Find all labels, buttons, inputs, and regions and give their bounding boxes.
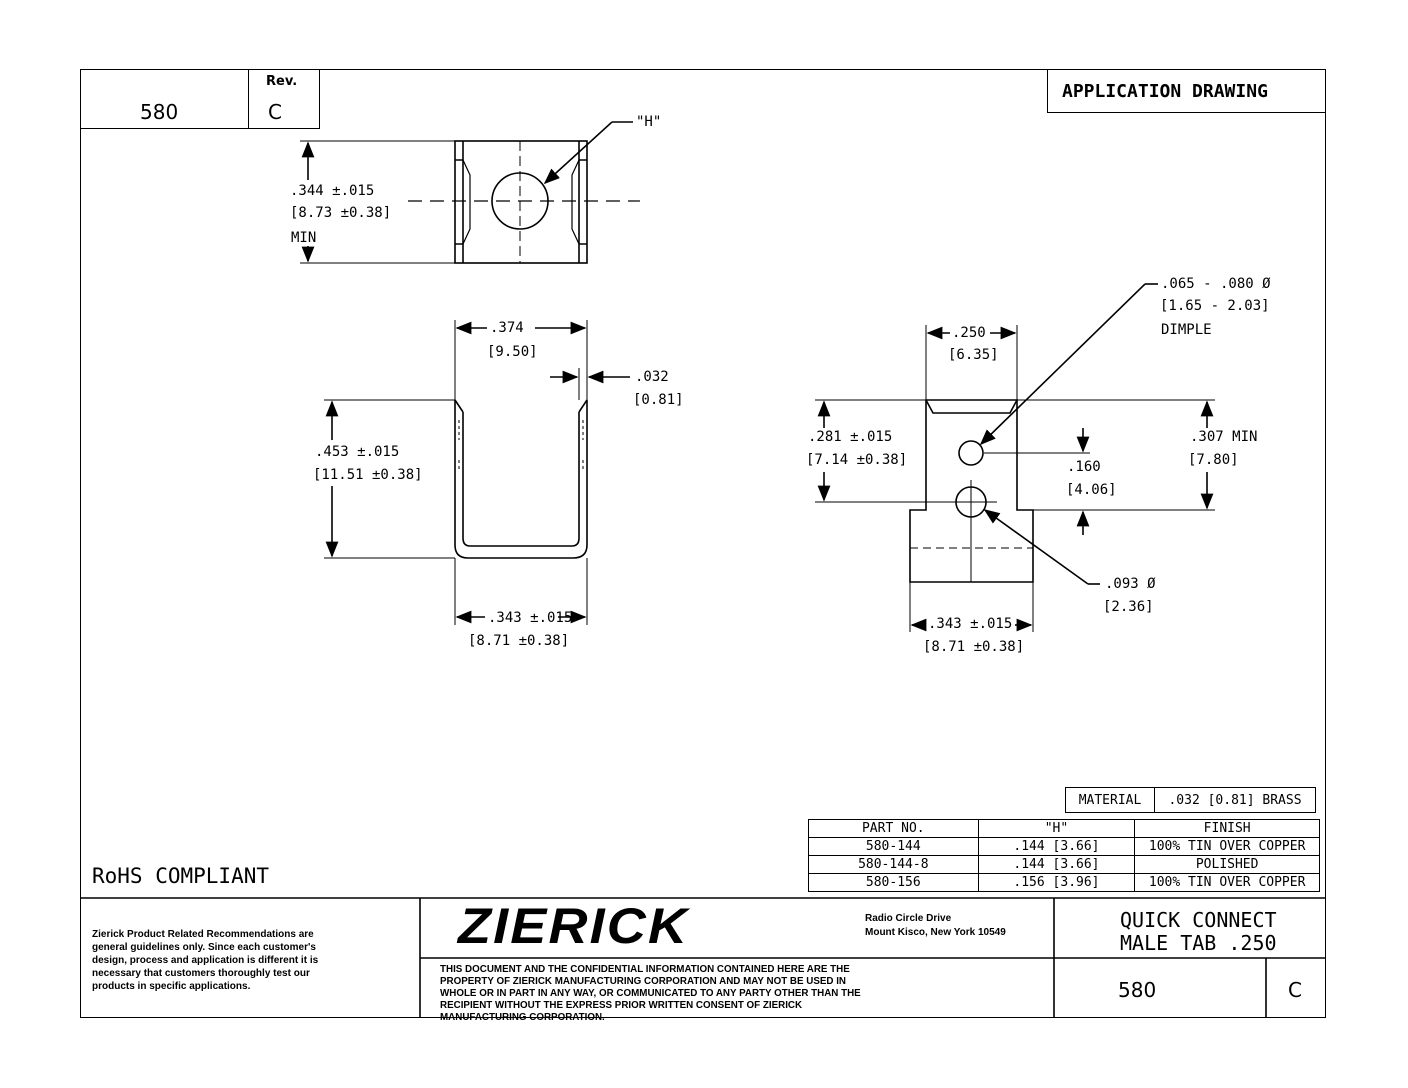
part-no-cell: 580-144 bbox=[808, 837, 979, 856]
front-thickness-dim: .032 bbox=[635, 369, 669, 385]
drawing-type: APPLICATION DRAWING bbox=[1062, 81, 1268, 102]
tab-width-dim: .250 bbox=[952, 325, 986, 341]
tab-width-dim-mm: [6.35] bbox=[948, 347, 999, 363]
top-height-dim-mm: [8.73 ±0.38] bbox=[290, 205, 392, 221]
finish-cell: POLISHED bbox=[1134, 855, 1320, 874]
confidential-notice: THIS DOCUMENT AND THE CONFIDENTIAL INFOR… bbox=[440, 964, 861, 1023]
col-header-finish: FINISH bbox=[1134, 819, 1320, 838]
h-cell: .144 [3.66] bbox=[977, 837, 1136, 856]
h-cell: .144 [3.66] bbox=[977, 855, 1136, 874]
material-table: MATERIAL .032 [0.81] BRASS bbox=[1065, 787, 1316, 813]
title-rev: C bbox=[1288, 978, 1302, 1002]
dimple-height-dim: .281 ±.015 bbox=[808, 429, 893, 445]
finish-cell: 100% TIN OVER COPPER bbox=[1134, 837, 1320, 856]
parts-table: PART NO. "H" FINISH 580-144 .144 [3.66] … bbox=[808, 819, 1320, 892]
front-height-dim-mm: [11.51 ±0.38] bbox=[313, 467, 423, 483]
base-width-dim: .343 ±.015 bbox=[928, 616, 1013, 632]
disclaimer-text: Zierick Product Related Recommendations … bbox=[92, 929, 319, 992]
front-width-dim-mm: [9.50] bbox=[487, 344, 538, 360]
rohs-compliant: RoHS COMPLIANT bbox=[92, 864, 270, 888]
base-width-dim-mm: [8.71 ±0.38] bbox=[923, 639, 1025, 655]
drawing-type-box bbox=[1047, 69, 1326, 113]
dimple-height-dim-mm: [7.14 ±0.38] bbox=[806, 452, 908, 468]
table-row: 580-144-8 .144 [3.66] POLISHED bbox=[808, 855, 1320, 874]
front-view-outline bbox=[454, 400, 588, 559]
hole-spacing-dim-mm: [4.06] bbox=[1066, 482, 1117, 498]
tab-height-dim: .307 MIN bbox=[1190, 429, 1258, 445]
zierick-logo: ZIERICK bbox=[458, 898, 690, 954]
top-view-outline bbox=[454, 140, 588, 264]
col-header-part-no: PART NO. bbox=[808, 819, 979, 838]
hole-dim-mm: [2.36] bbox=[1103, 599, 1154, 615]
title-doc-number: 580 bbox=[1118, 978, 1157, 1002]
rev-value: C bbox=[268, 100, 282, 124]
finish-cell: 100% TIN OVER COPPER bbox=[1134, 873, 1320, 892]
top-height-dim: .344 ±.015 bbox=[290, 183, 375, 199]
part-no-cell: 580-156 bbox=[808, 873, 979, 892]
material-label: MATERIAL bbox=[1065, 787, 1155, 813]
dimple-label: DIMPLE bbox=[1161, 322, 1212, 338]
col-header-h: "H" bbox=[977, 819, 1136, 838]
table-row: 580-156 .156 [3.96] 100% TIN OVER COPPER bbox=[808, 873, 1320, 892]
address-line2: Mount Kisco, New York 10549 bbox=[865, 927, 1006, 938]
front-bottom-dim: .343 ±.015 bbox=[488, 610, 573, 626]
tab-height-dim-mm: [7.80] bbox=[1188, 452, 1239, 468]
rev-label: Rev. bbox=[266, 74, 298, 89]
dimple-circle bbox=[958, 440, 984, 466]
front-height-dim: .453 ±.015 bbox=[315, 444, 400, 460]
title-line2: MALE TAB .250 bbox=[1120, 931, 1277, 955]
hole-spacing-dim: .160 bbox=[1067, 459, 1101, 475]
parts-table-header: PART NO. "H" FINISH bbox=[808, 819, 1320, 838]
table-row: 580-144 .144 [3.66] 100% TIN OVER COPPER bbox=[808, 837, 1320, 856]
title-line1: QUICK CONNECT bbox=[1120, 908, 1277, 932]
drawing-border bbox=[80, 69, 1326, 1018]
hole-h-label: "H" bbox=[636, 114, 662, 130]
dimple-dim: .065 - .080 Ø bbox=[1161, 276, 1271, 292]
top-height-note: MIN bbox=[291, 230, 317, 246]
material-value: .032 [0.81] BRASS bbox=[1154, 787, 1316, 813]
front-thickness-dim-mm: [0.81] bbox=[633, 392, 684, 408]
front-width-dim: .374 bbox=[490, 320, 524, 336]
dimple-dim-mm: [1.65 - 2.03] bbox=[1160, 298, 1270, 314]
rev-box bbox=[248, 69, 320, 129]
hole-dim: .093 Ø bbox=[1105, 576, 1156, 592]
front-bottom-dim-mm: [8.71 ±0.38] bbox=[468, 633, 570, 649]
part-no-cell: 580-144-8 bbox=[808, 855, 979, 874]
h-cell: .156 [3.96] bbox=[977, 873, 1136, 892]
address-line1: Radio Circle Drive bbox=[865, 913, 952, 924]
doc-number: 580 bbox=[140, 100, 179, 124]
